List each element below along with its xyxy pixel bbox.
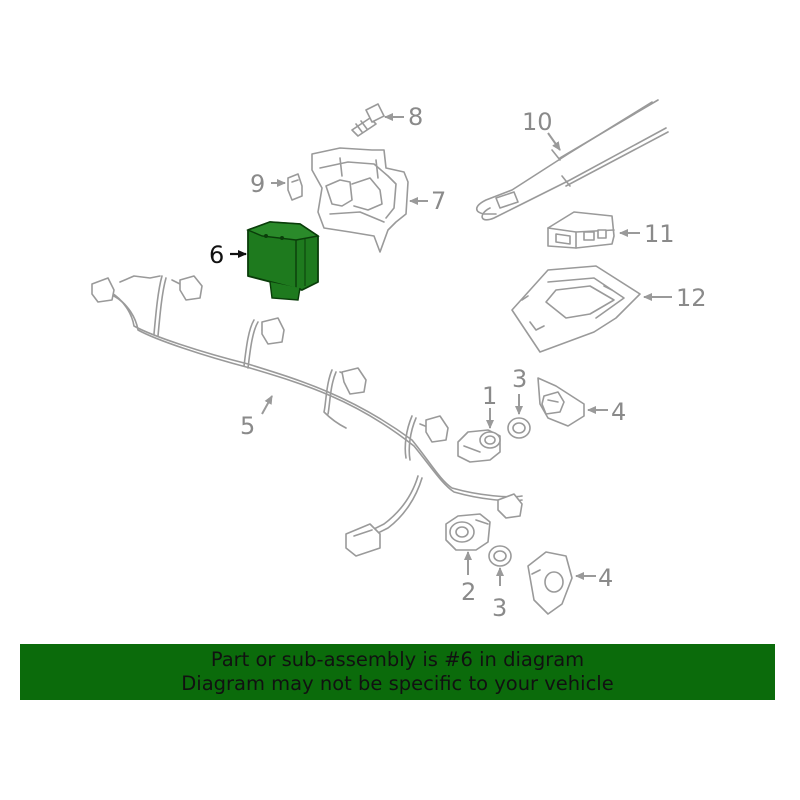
banner-line-2: Diagram may not be specific to your vehi… (181, 672, 614, 695)
part-3-ring-lower[interactable] (488, 545, 512, 567)
callout-6: 6 (209, 241, 224, 269)
part-9-clip[interactable] (287, 173, 303, 201)
callout-10: 10 (522, 108, 553, 136)
part-1-sensor[interactable] (457, 429, 501, 463)
callout-9: 9 (250, 170, 265, 198)
callout-11: 11 (644, 220, 675, 248)
part-10-cable[interactable] (475, 99, 669, 221)
callout-10-arrow (547, 132, 561, 151)
part-2-sensor[interactable] (445, 513, 491, 551)
callout-5: 5 (240, 412, 255, 440)
part-4-bracket-lower[interactable] (527, 551, 573, 615)
part-4-bracket-upper[interactable] (537, 377, 585, 427)
part-8-bolt[interactable] (351, 103, 385, 137)
part-7-bracket[interactable] (311, 147, 409, 253)
callout-7: 7 (431, 187, 446, 215)
part-5-wiring-harness[interactable] (91, 275, 523, 557)
callout-12: 12 (676, 284, 707, 312)
part-6-module-highlighted[interactable] (246, 221, 320, 301)
callout-3a: 3 (512, 365, 527, 393)
info-banner: Part or sub-assembly is #6 in diagram Di… (20, 644, 775, 700)
callout-3b: 3 (492, 594, 507, 622)
callout-4a: 4 (611, 398, 626, 426)
part-3-ring-upper[interactable] (507, 417, 531, 439)
part-11-switch[interactable] (547, 211, 615, 249)
callout-5-arrow (261, 395, 273, 415)
callout-8: 8 (408, 103, 423, 131)
banner-line-1: Part or sub-assembly is #6 in diagram (210, 648, 585, 671)
callout-4b: 4 (598, 564, 613, 592)
part-12-housing[interactable] (511, 265, 641, 353)
callout-1: 1 (482, 382, 497, 410)
callout-2: 2 (461, 578, 476, 606)
